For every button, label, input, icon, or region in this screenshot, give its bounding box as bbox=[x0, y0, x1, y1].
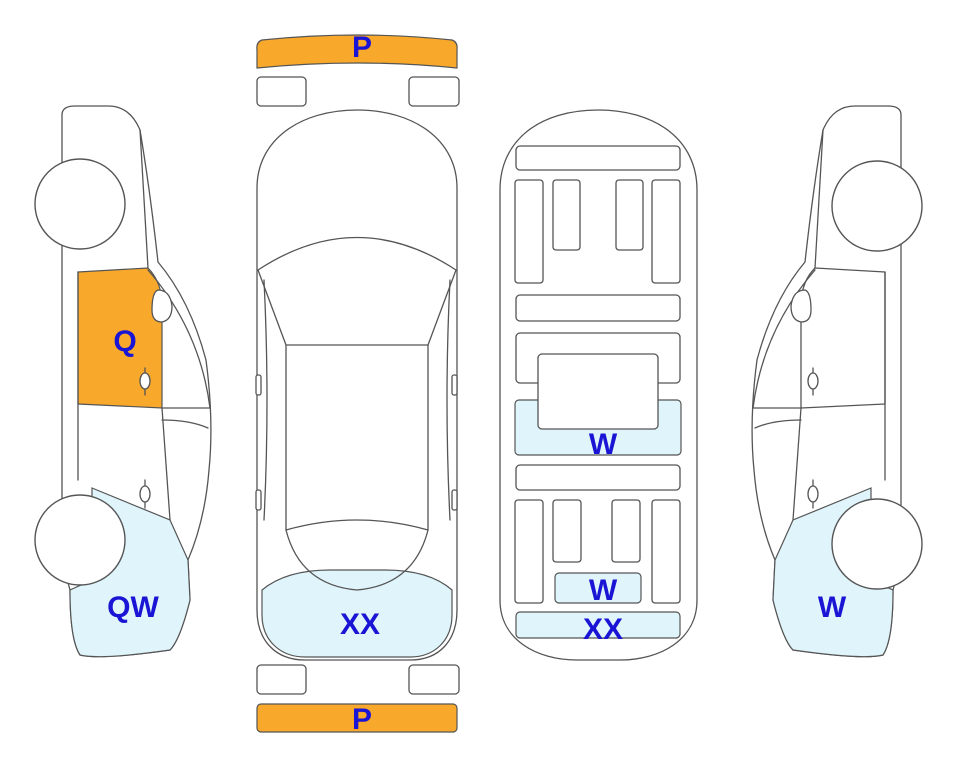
left-door-handle-1 bbox=[139, 367, 151, 396]
right-mirror bbox=[790, 289, 812, 323]
under-front-bar bbox=[515, 464, 681, 491]
under-front-right-rail bbox=[651, 499, 681, 604]
left-fender-label: QW bbox=[107, 591, 159, 624]
top-left-side bbox=[263, 279, 268, 521]
top-handle-right bbox=[451, 489, 458, 511]
under-front-left-block bbox=[552, 499, 582, 563]
under-front-small-zone[interactable] bbox=[554, 572, 642, 604]
under-front-zone[interactable] bbox=[515, 611, 681, 639]
underside-view: W W XX bbox=[499, 109, 698, 661]
right-roof bbox=[814, 129, 824, 269]
left-mirror bbox=[151, 289, 173, 323]
top-roof-rear bbox=[285, 519, 429, 531]
under-front-label: XX bbox=[583, 613, 623, 646]
right-door-handle-2 bbox=[807, 479, 819, 509]
left-window bbox=[147, 269, 211, 409]
left-door-line-2 bbox=[161, 407, 171, 521]
right-window bbox=[752, 269, 816, 409]
left-door-label: Q bbox=[113, 325, 136, 358]
under-mid-bar bbox=[515, 294, 681, 322]
right-door-line-2 bbox=[792, 407, 802, 521]
right-door-handle-1 bbox=[807, 367, 819, 396]
top-mirror-left bbox=[255, 374, 262, 396]
under-rear-bar bbox=[515, 145, 681, 171]
right-rear-wheel bbox=[831, 160, 923, 252]
under-rear-right-rail bbox=[651, 179, 681, 284]
rear-bumper-group: P bbox=[256, 664, 460, 736]
under-front-left-rail bbox=[514, 499, 544, 604]
right-seat bbox=[754, 419, 802, 429]
under-rear-left-rail bbox=[514, 179, 544, 284]
front-right-corner bbox=[408, 76, 460, 107]
left-seat bbox=[161, 419, 209, 429]
rear-bumper-label: P bbox=[352, 703, 372, 736]
top-left-pillar bbox=[257, 269, 287, 531]
front-left-corner bbox=[256, 76, 307, 107]
top-body bbox=[256, 109, 458, 661]
top-front-label: XX bbox=[340, 608, 380, 641]
left-roof bbox=[139, 129, 149, 269]
under-center-box bbox=[537, 353, 659, 430]
rear-left-corner bbox=[256, 664, 307, 695]
left-rear-wheel bbox=[34, 158, 126, 250]
rear-bumper[interactable] bbox=[256, 703, 458, 733]
left-side-view: Q QW bbox=[34, 105, 212, 658]
left-door-handle-2 bbox=[139, 479, 151, 509]
right-side-view bbox=[751, 105, 923, 658]
top-mirror-right bbox=[451, 374, 458, 396]
top-view: XX bbox=[255, 109, 458, 661]
right-front-wheel bbox=[831, 498, 923, 590]
under-front-right-block bbox=[611, 499, 641, 563]
left-front-door[interactable] bbox=[77, 267, 163, 409]
top-rear-window bbox=[285, 529, 429, 591]
under-rear-right-block bbox=[615, 179, 644, 251]
top-handle-left bbox=[255, 489, 262, 511]
top-front-area[interactable] bbox=[261, 569, 453, 658]
right-front-door bbox=[800, 267, 886, 409]
under-mid-label: W bbox=[589, 428, 618, 461]
top-windshield bbox=[257, 236, 457, 271]
top-right-side bbox=[446, 279, 451, 521]
rear-right-corner bbox=[408, 664, 460, 695]
left-front-wheel bbox=[34, 494, 126, 586]
front-bumper-group: P bbox=[256, 31, 460, 107]
top-right-pillar bbox=[427, 269, 457, 531]
front-bumper-label: P bbox=[352, 31, 372, 64]
under-front-small-label: W bbox=[589, 574, 618, 607]
right-fender-label: W bbox=[818, 591, 847, 624]
front-bumper[interactable] bbox=[256, 34, 458, 69]
under-rear-left-block bbox=[552, 179, 581, 251]
